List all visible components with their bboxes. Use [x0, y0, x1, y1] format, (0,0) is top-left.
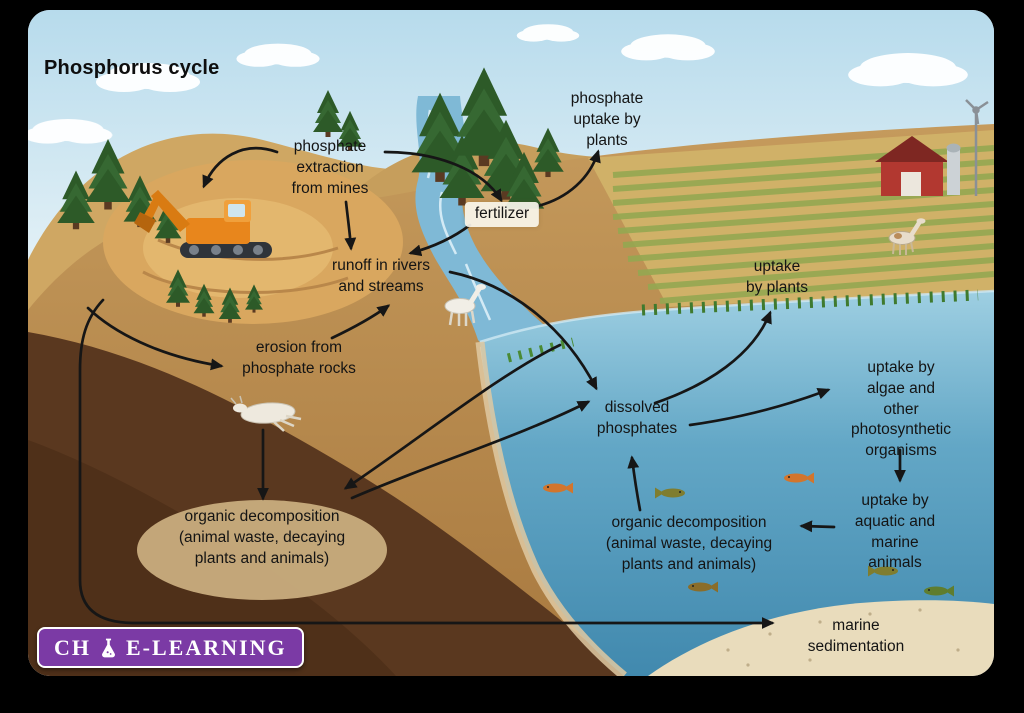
- arrow-decomposition-to-dissolved: [350, 400, 591, 500]
- sand-speckles: [726, 608, 960, 667]
- windmill-icon: [965, 99, 989, 196]
- brand-logo: CH E-LEARNING: [37, 627, 304, 668]
- page-title: Phosphorus cycle: [44, 57, 220, 80]
- label-phosphate-uptake-by-plants: phosphate uptake by plants: [570, 90, 644, 149]
- label-uptake-by-aquatic: uptake by aquatic and marine animals: [854, 492, 936, 572]
- sea: [480, 291, 994, 676]
- arrow-fertilizer-to-runoff: [408, 223, 472, 257]
- arrow-rocks-to-erosion: [86, 306, 224, 371]
- label-organic-decomposition-land: organic decomposition (animal waste, dec…: [178, 508, 346, 567]
- river-reeds: [506, 337, 575, 363]
- label-phosphate-extraction: phosphate extraction from mines: [291, 138, 369, 197]
- label-fertilizer: fertilizer: [464, 202, 540, 227]
- label-dissolved-phosphates: dissolved phosphates: [596, 399, 678, 437]
- label-organic-decomposition-water: organic decomposition (animal waste, dec…: [605, 514, 773, 573]
- silo-icon: [947, 148, 960, 195]
- arrow-aquatic-to-decomposition: [799, 520, 836, 533]
- diagram-card: Phosphorus cycle phosphate extraction fr…: [28, 10, 994, 676]
- shore-bank: [475, 341, 627, 676]
- logo-prefix: CH: [54, 634, 91, 660]
- arrow-extraction-to-runoff: [344, 200, 357, 251]
- arrow-rocks-to-sedimentation: [78, 298, 775, 629]
- arrow-plants-to-decomposition: [343, 343, 562, 490]
- label-uptake-by-algae: uptake by algae and other photosynthetic…: [851, 359, 951, 460]
- arrow-decomposition-to-dissolved-water: [627, 455, 642, 512]
- flask-icon: [102, 638, 115, 657]
- barn-icon: [875, 136, 961, 196]
- scene-illustration: [28, 10, 994, 676]
- arrow-dissolved-to-algae: [688, 387, 831, 427]
- logo-name: E-LEARNING: [126, 634, 287, 660]
- label-runoff: runoff in rivers and streams: [332, 257, 430, 295]
- arrow-extraction-to-fertilizer: [383, 150, 503, 203]
- decomposition-patch: [137, 500, 387, 600]
- horse-icon-2: [888, 218, 926, 255]
- arrow-dissolved-to-plants: [653, 310, 772, 405]
- dead-animal-icon: [230, 395, 302, 432]
- excavator-icon: [134, 190, 272, 258]
- shore-reeds: [641, 289, 979, 316]
- label-marine-sedimentation: marine sedimentation: [807, 617, 905, 655]
- shoreline-highlight: [479, 289, 994, 344]
- label-erosion: erosion from phosphate rocks: [242, 339, 356, 377]
- arrow-runoff-to-dissolved: [448, 270, 598, 391]
- crop-rows: [612, 145, 994, 304]
- arrow-erosion-to-runoff: [330, 304, 391, 340]
- beach-sand: [648, 600, 994, 676]
- arrows-layer: [78, 146, 906, 629]
- mine-terrace: [142, 238, 349, 294]
- horse-icon: [444, 284, 486, 326]
- arrow-fertilizer-to-plant-uptake: [536, 149, 601, 208]
- label-uptake-by-plants: uptake by plants: [745, 258, 809, 296]
- arrow-extraction-to-mine: [202, 146, 279, 189]
